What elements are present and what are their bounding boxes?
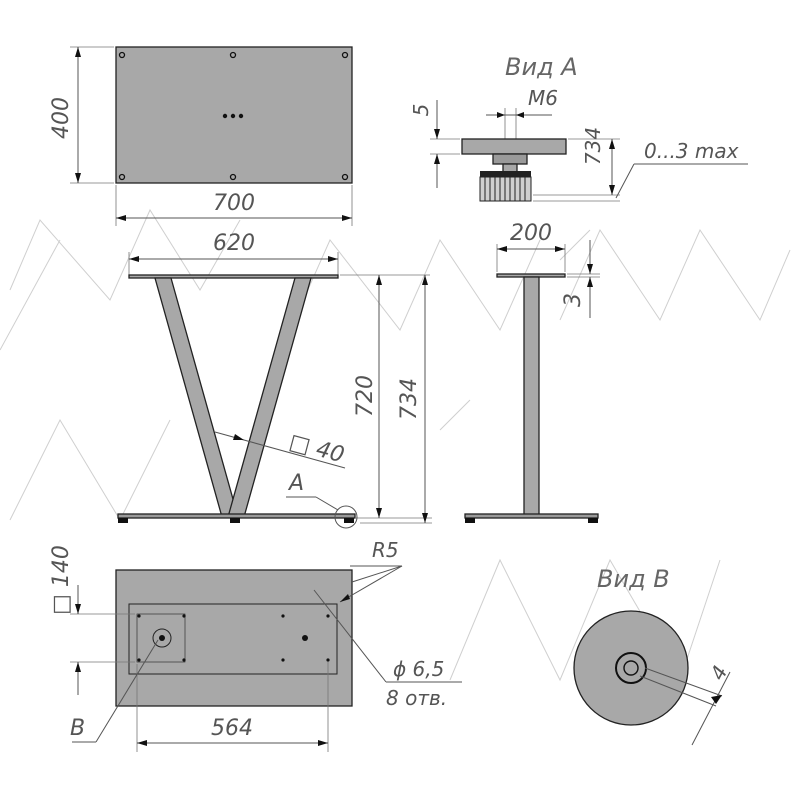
base-square-140 [136, 613, 186, 663]
dim-view-a-thread: M6 [528, 86, 558, 110]
dim-total-height: 734 [397, 378, 422, 420]
dim-top-plate-width: 700 [213, 191, 255, 216]
dim-base-length: 564 [211, 716, 253, 741]
view-a-plate [461, 138, 567, 155]
view-b-disc [573, 610, 689, 726]
view-a-nut [492, 153, 528, 165]
dim-base-square: □ 140 [49, 545, 74, 615]
side-feet [465, 518, 598, 523]
dim-tube-section: □ 40 [286, 430, 346, 469]
front-feet [118, 518, 354, 523]
top-plate-holes [118, 51, 349, 181]
callout-a-circle [334, 505, 358, 529]
side-base [464, 513, 599, 519]
dim-side-top-width: 200 [510, 221, 552, 246]
dim-hole-count: 8 отв. [386, 686, 447, 710]
dim-view-a-adjust: 0...3 max [644, 139, 739, 163]
dim-base-radius: R5 [372, 538, 399, 562]
side-view: 200 3 [464, 221, 600, 523]
dim-top-plate-height: 400 [49, 97, 74, 139]
base-frame [128, 603, 338, 675]
top-plate-view: 400 700 [49, 46, 353, 226]
view-b-inner-ring [623, 660, 639, 676]
dim-view-a-plate: 5 [409, 104, 433, 117]
dim-view-a-height: 734 [581, 127, 605, 165]
watermark [0, 208, 791, 682]
view-a-foot [479, 176, 532, 202]
front-top-bar [128, 274, 339, 279]
view-b-title: Вид B [597, 565, 670, 593]
base-holes [137, 614, 330, 662]
view-a: Вид А M6 5 [409, 53, 748, 202]
base-plate-view: □ 140 R5 ϕ 6,5 8 отв. 564 B [49, 538, 462, 752]
base-centre-ring [152, 628, 172, 648]
dim-hole-diameter: ϕ 6,5 [393, 657, 444, 681]
dim-view-b: 4 [705, 661, 732, 684]
side-post [523, 276, 540, 516]
view-a-title: Вид А [505, 53, 578, 81]
dim-top-width: 620 [213, 231, 255, 256]
dim-side-top-thickness: 3 [561, 293, 586, 307]
center-holes [222, 113, 244, 119]
callout-b: B [70, 716, 85, 741]
callout-a: A [287, 471, 304, 496]
dim-frame-height: 720 [353, 375, 378, 417]
front-left-leg [154, 277, 239, 518]
front-view: 620 720 734 □ 40 A [117, 231, 432, 529]
view-b: Вид B 4 [573, 565, 732, 746]
base-plate [115, 569, 353, 707]
front-base [117, 513, 356, 519]
